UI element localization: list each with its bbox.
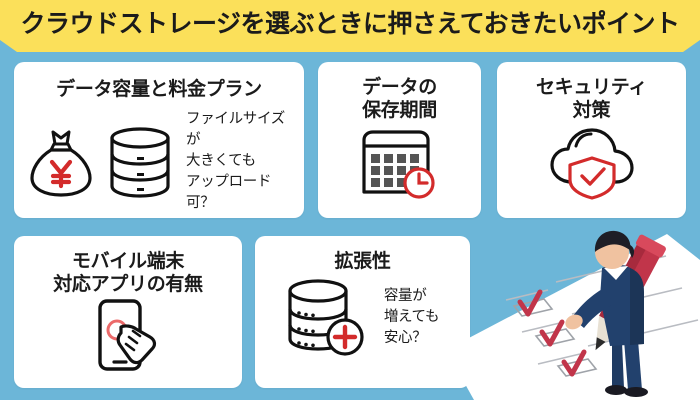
card-scalability[interactable]: 拡張性 容量が 増えても 安心？ (255, 236, 470, 388)
title-banner: クラウドストレージを選ぶときに押さえておきたいポイント (0, 0, 700, 52)
money-bag-yen-icon (28, 126, 94, 198)
card-title: データの 保存期間 (362, 77, 437, 122)
database-plus-icon (286, 277, 370, 357)
smartphone-tap-icon (88, 298, 168, 372)
cloud-shield-check-icon (546, 126, 638, 200)
card-content (318, 128, 481, 200)
card-note: ファイルサイズが 大きくても アップロード可？ (186, 111, 285, 212)
card-mobile-app-availability[interactable]: モバイル端末 対応アプリの有無 (14, 236, 242, 388)
card-title: セキュリティ 対策 (535, 77, 648, 122)
businessman-checklist-illustration (452, 222, 700, 400)
card-data-capacity-and-pricing[interactable]: データ容量と料金プラン (14, 62, 304, 218)
card-content: 容量が 増えても 安心？ (255, 277, 470, 357)
card-data-retention-period[interactable]: データの 保存期間 (318, 62, 481, 218)
card-title: モバイル端末 対応アプリの有無 (53, 251, 203, 296)
businessman-figure (565, 230, 648, 397)
card-security-measures[interactable]: セキュリティ 対策 (497, 62, 686, 218)
calendar-clock-icon (358, 128, 442, 200)
card-content: ファイルサイズが 大きくても アップロード可？ (14, 109, 304, 214)
card-note: 容量が 増えても 安心？ (383, 287, 440, 346)
card-content (497, 126, 686, 200)
card-title: 拡張性 (334, 251, 391, 272)
card-content (14, 298, 242, 372)
card-title: データ容量と料金プラン (56, 79, 262, 100)
page-title: クラウドストレージを選ぶときに押さえておきたいポイント (20, 9, 680, 38)
database-icon (108, 126, 172, 198)
